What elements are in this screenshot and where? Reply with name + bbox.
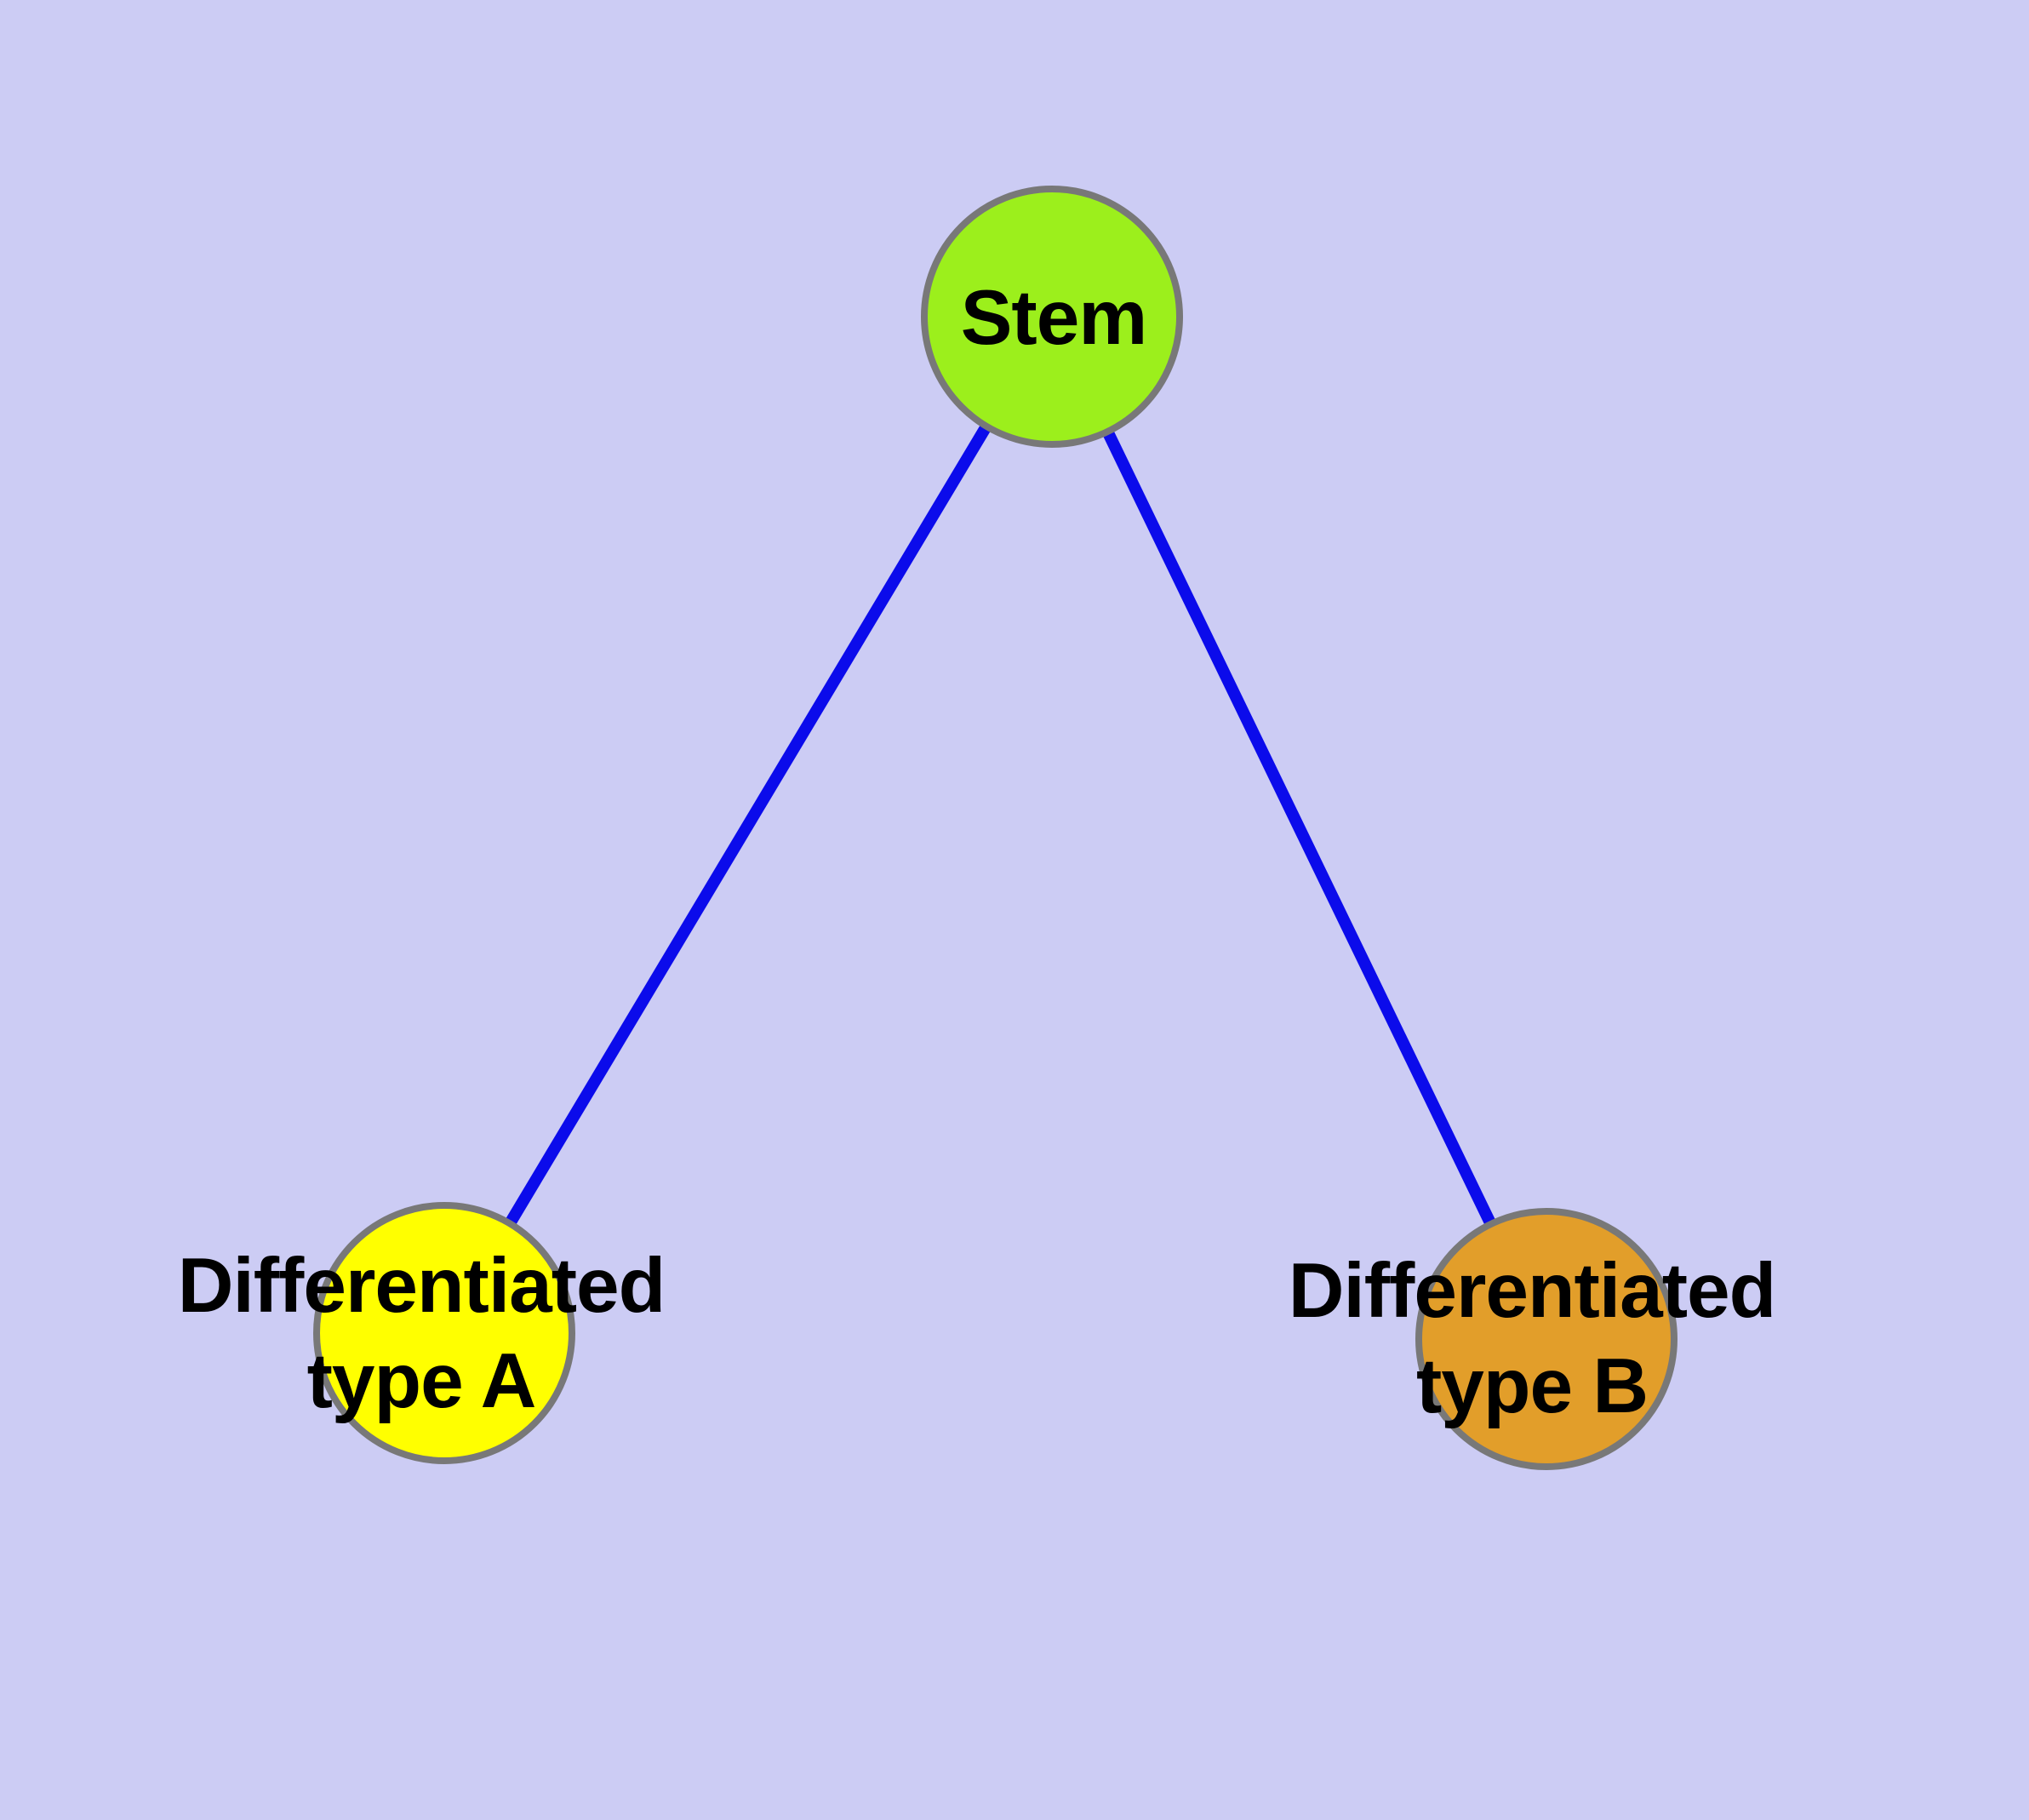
edge-stem-to-type-a [438,313,1058,1336]
node-stem-circle [921,186,1183,448]
node-differentiated-type-a-label: Differentiated type A [177,1243,666,1424]
node-stem-label: Stem [960,275,1148,361]
node-differentiated-type-b-circle [1415,1208,1677,1470]
edge-stem-to-type-b [1046,313,1552,1342]
node-differentiated-type-a-circle [313,1202,575,1464]
node-differentiated-type-b-label: Differentiated type B [1288,1248,1777,1429]
